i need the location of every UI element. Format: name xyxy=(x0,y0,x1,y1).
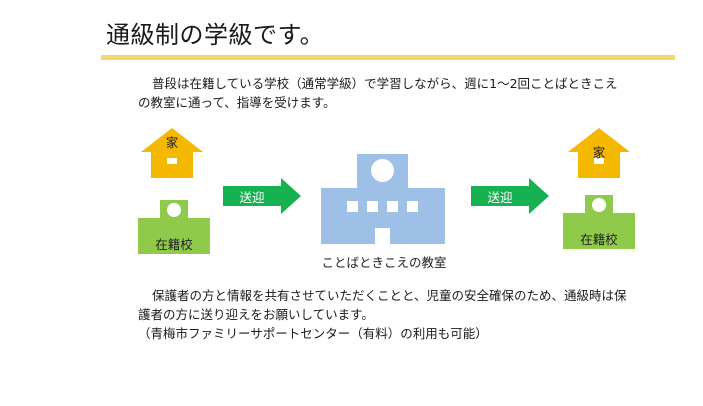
school-base xyxy=(138,218,210,254)
transport-label: 送迎 xyxy=(239,190,265,205)
home-house-icon-right: 家 xyxy=(568,128,630,178)
current-school-icon-right: 在籍校 xyxy=(563,195,635,251)
school-tower xyxy=(585,195,613,215)
building-door xyxy=(375,228,390,244)
current-school-label: 在籍校 xyxy=(155,237,193,252)
classroom-building-icon xyxy=(321,154,445,244)
arrow-head xyxy=(281,178,301,214)
notice-note: （青梅市ファミリーサポートセンター（有料）の利用も可能） xyxy=(138,326,488,341)
current-school-icon-left: 在籍校 xyxy=(138,200,210,256)
house-body xyxy=(151,152,193,178)
building-tower xyxy=(357,154,408,188)
arrow-shaft xyxy=(471,186,529,206)
school-emblem xyxy=(167,203,181,217)
intro-paragraph: 普段は在籍している学校（通常学級）で学習しながら、週に1～2回ことばときこえの教… xyxy=(138,76,618,110)
roof xyxy=(568,128,630,152)
home-house-icon-left: 家 xyxy=(141,128,203,178)
house-window xyxy=(167,158,177,164)
roof xyxy=(141,128,203,152)
transport-label: 送迎 xyxy=(487,190,513,205)
school-tower xyxy=(160,200,188,220)
home-label: 家 xyxy=(165,135,179,150)
building-window xyxy=(387,201,398,212)
building-main xyxy=(321,188,445,244)
school-emblem xyxy=(592,198,606,212)
school-base xyxy=(563,213,635,249)
transport-arrow-icon-right: 送迎 xyxy=(471,178,551,214)
current-school-label: 在籍校 xyxy=(580,232,618,247)
building-window xyxy=(347,201,358,212)
title-underline xyxy=(101,55,675,60)
arrow-shaft xyxy=(223,186,281,206)
classroom-label: ことばときこえの教室 xyxy=(321,255,447,270)
building-window xyxy=(407,201,418,212)
notice-paragraph: 保護者の方と情報を共有させていただくことと、児童の安全確保のため、通級時は保護者… xyxy=(138,286,638,343)
transport-arrow-icon-left: 送迎 xyxy=(223,178,303,214)
house-window xyxy=(594,158,604,164)
home-label: 家 xyxy=(592,145,606,160)
house-body xyxy=(578,152,620,178)
arrow-head xyxy=(529,178,549,214)
building-window xyxy=(367,201,378,212)
notice-text: 保護者の方と情報を共有させていただくことと、児童の安全確保のため、通級時は保護者… xyxy=(138,288,627,322)
page-title: 通級制の学級です。 xyxy=(106,21,325,49)
building-clock xyxy=(371,159,394,182)
